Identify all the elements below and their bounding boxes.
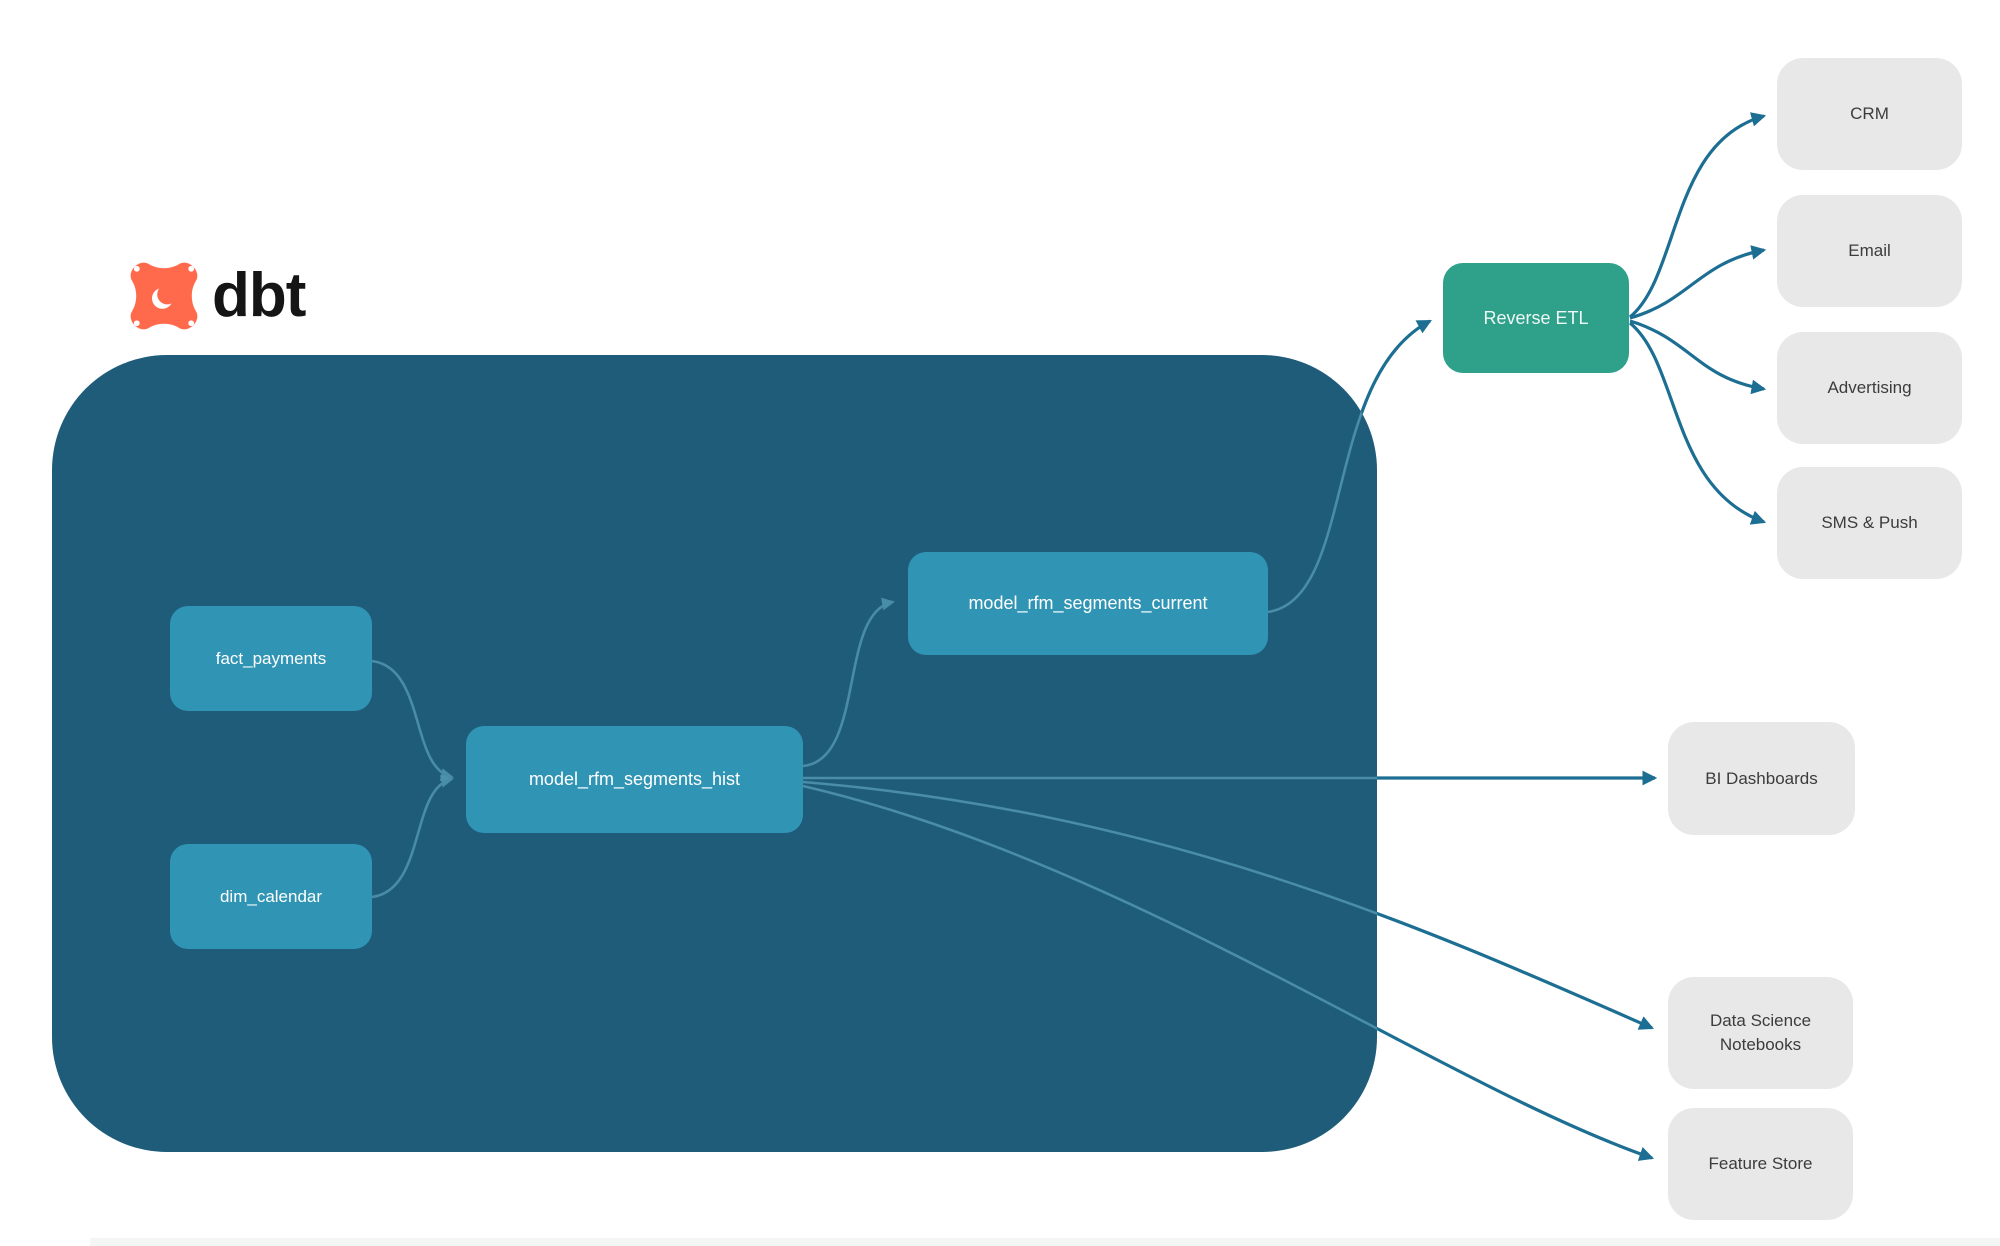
node-bi-dashboards: BI Dashboards <box>1668 722 1855 835</box>
edge-reverse-etl-to-advertising <box>1629 319 1767 395</box>
node-label: CRM <box>1850 104 1889 124</box>
node-sms-push: SMS & Push <box>1777 467 1962 579</box>
node-dim-calendar: dim_calendar <box>170 844 372 949</box>
node-email: Email <box>1777 195 1962 307</box>
dbt-logo: dbt <box>124 256 306 336</box>
edge-reverse-etl-to-crm <box>1628 112 1767 319</box>
dbt-fox-star-icon <box>130 262 198 330</box>
node-crm: CRM <box>1777 58 1962 170</box>
node-fact-payments: fact_payments <box>170 606 372 711</box>
node-label: Feature Store <box>1708 1154 1813 1174</box>
edge-reverse-etl-to-email <box>1629 245 1767 320</box>
node-model-rfm-segments-hist: model_rfm_segments_hist <box>466 726 803 833</box>
node-label: fact_payments <box>215 648 327 668</box>
node-label: Reverse ETL <box>1483 307 1589 328</box>
node-feature-store: Feature Store <box>1668 1108 1853 1220</box>
bottom-edge-strip <box>90 1238 2000 1246</box>
node-label: model_rfm_segments_hist <box>528 769 741 789</box>
node-label: Data Science Notebooks <box>1709 1011 1812 1054</box>
node-label: Email <box>1848 241 1891 261</box>
node-label: SMS & Push <box>1821 513 1918 533</box>
dbt-logo-wordmark: dbt <box>212 261 306 330</box>
node-label: BI Dashboards <box>1705 768 1818 788</box>
edge-reverse-etl-to-sms-push <box>1628 321 1767 525</box>
node-label: Advertising <box>1827 378 1912 398</box>
node-data-science-notebooks: Data Science Notebooks <box>1668 977 1853 1089</box>
node-reverse-etl: Reverse ETL <box>1443 263 1629 373</box>
node-model-rfm-segments-current: model_rfm_segments_current <box>908 552 1268 655</box>
node-advertising: Advertising <box>1777 332 1962 444</box>
node-label: dim_calendar <box>219 886 323 906</box>
node-label: model_rfm_segments_current <box>968 593 1208 613</box>
